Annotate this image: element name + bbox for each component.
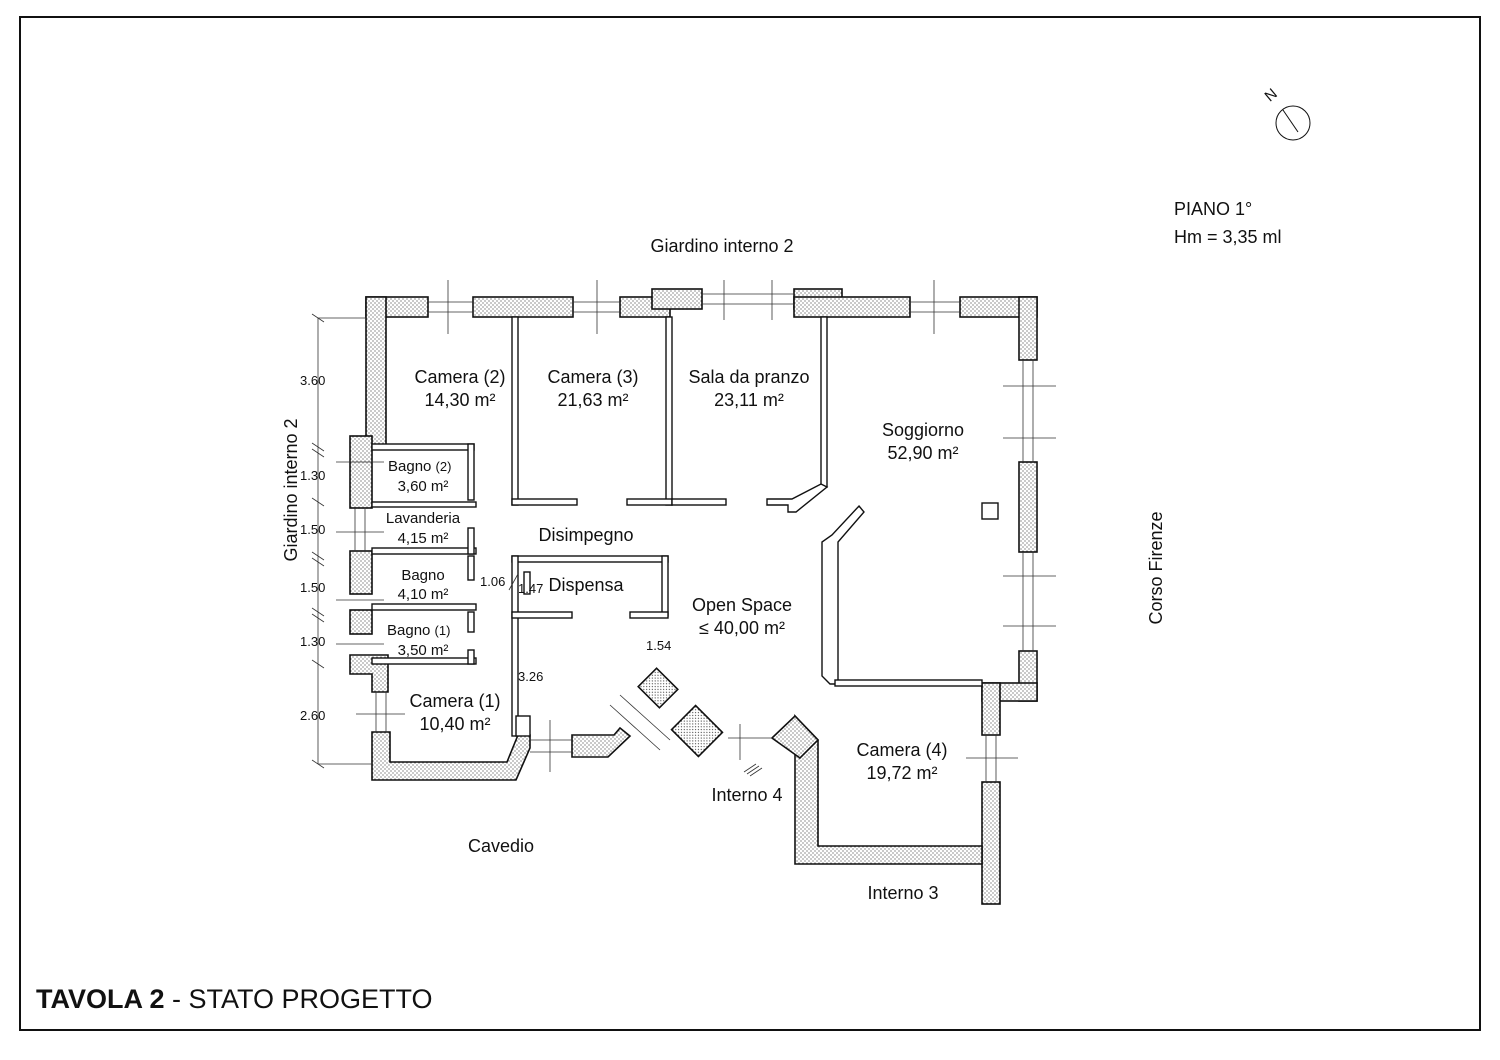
label-interno-4: Interno 4 [711, 785, 782, 805]
dim-label: 1.50 [300, 580, 325, 595]
sheet-border [19, 16, 1481, 1031]
exterior-walls [349, 288, 1038, 905]
room-labels: Camera (2) 14,30 m² Camera (3) 21,63 m² … [386, 367, 964, 783]
room-camera-4-area: 19,72 m² [866, 763, 937, 783]
north-label: N [1262, 85, 1281, 105]
height-label: Hm = 3,35 ml [1174, 227, 1282, 247]
label-top-garden: Giardino interno 2 [650, 236, 793, 256]
room-camera-3-area: 21,63 m² [557, 390, 628, 410]
room-camera-3-name: Camera (3) [547, 367, 638, 387]
room-bagno-1-name: Bagno (1) [387, 622, 450, 639]
room-camera-4-name: Camera (4) [856, 740, 947, 760]
dim-label: 1.54 [646, 638, 671, 653]
north-arrow: N [1262, 85, 1311, 141]
room-bagno-2-name: Bagno (2) [388, 458, 451, 475]
dimension-labels: 3.60 1.30 1.50 1.50 1.30 2.60 1.06 1.47 … [300, 373, 671, 723]
partitions [371, 316, 999, 737]
left-dimension-line [311, 313, 372, 769]
room-soggiorno-name: Soggiorno [882, 420, 964, 440]
dim-label: 2.60 [300, 708, 325, 723]
dim-label: 3.60 [300, 373, 325, 388]
dim-label: 1.06 [480, 574, 505, 589]
room-camera-2-area: 14,30 m² [424, 390, 495, 410]
room-bagno-area: 4,10 m² [398, 586, 449, 603]
entrance-mark [743, 763, 763, 777]
windows [336, 280, 1056, 782]
label-street: Corso Firenze [1146, 511, 1166, 624]
label-interno-3: Interno 3 [867, 883, 938, 903]
floor-info: PIANO 1° Hm = 3,35 ml [1174, 199, 1282, 247]
label-left-garden: Giardino interno 2 [281, 418, 301, 561]
room-openspace-name: Open Space [692, 595, 792, 615]
room-dispensa-name: Dispensa [548, 575, 624, 595]
dim-label: 1.30 [300, 634, 325, 649]
floor-label: PIANO 1° [1174, 199, 1252, 219]
surrounding-labels: Giardino interno 2 Giardino interno 2 Co… [281, 236, 1166, 903]
room-bagno-1-area: 3,50 m² [398, 642, 449, 659]
room-camera-1-name: Camera (1) [409, 691, 500, 711]
room-bagno-name: Bagno [401, 567, 444, 584]
room-disimpegno-name: Disimpegno [538, 525, 633, 545]
room-lavanderia-name: Lavanderia [386, 510, 461, 527]
room-soggiorno-area: 52,90 m² [887, 443, 958, 463]
room-camera-1-area: 10,40 m² [419, 714, 490, 734]
room-bagno-2-area: 3,60 m² [398, 478, 449, 495]
room-lavanderia-area: 4,15 m² [398, 530, 449, 547]
dim-label: 3.26 [518, 669, 543, 684]
dim-label: 1.47 [518, 581, 543, 596]
room-openspace-area: ≤ 40,00 m² [699, 618, 785, 638]
room-camera-2-name: Camera (2) [414, 367, 505, 387]
sheet-title: TAVOLA 2 - STATO PROGETTO [36, 984, 433, 1014]
label-cavedio: Cavedio [468, 836, 534, 856]
room-sala-area: 23,11 m² [714, 390, 784, 410]
dim-label: 1.30 [300, 468, 325, 483]
room-sala-name: Sala da pranzo [688, 367, 809, 387]
dim-label: 1.50 [300, 522, 325, 537]
